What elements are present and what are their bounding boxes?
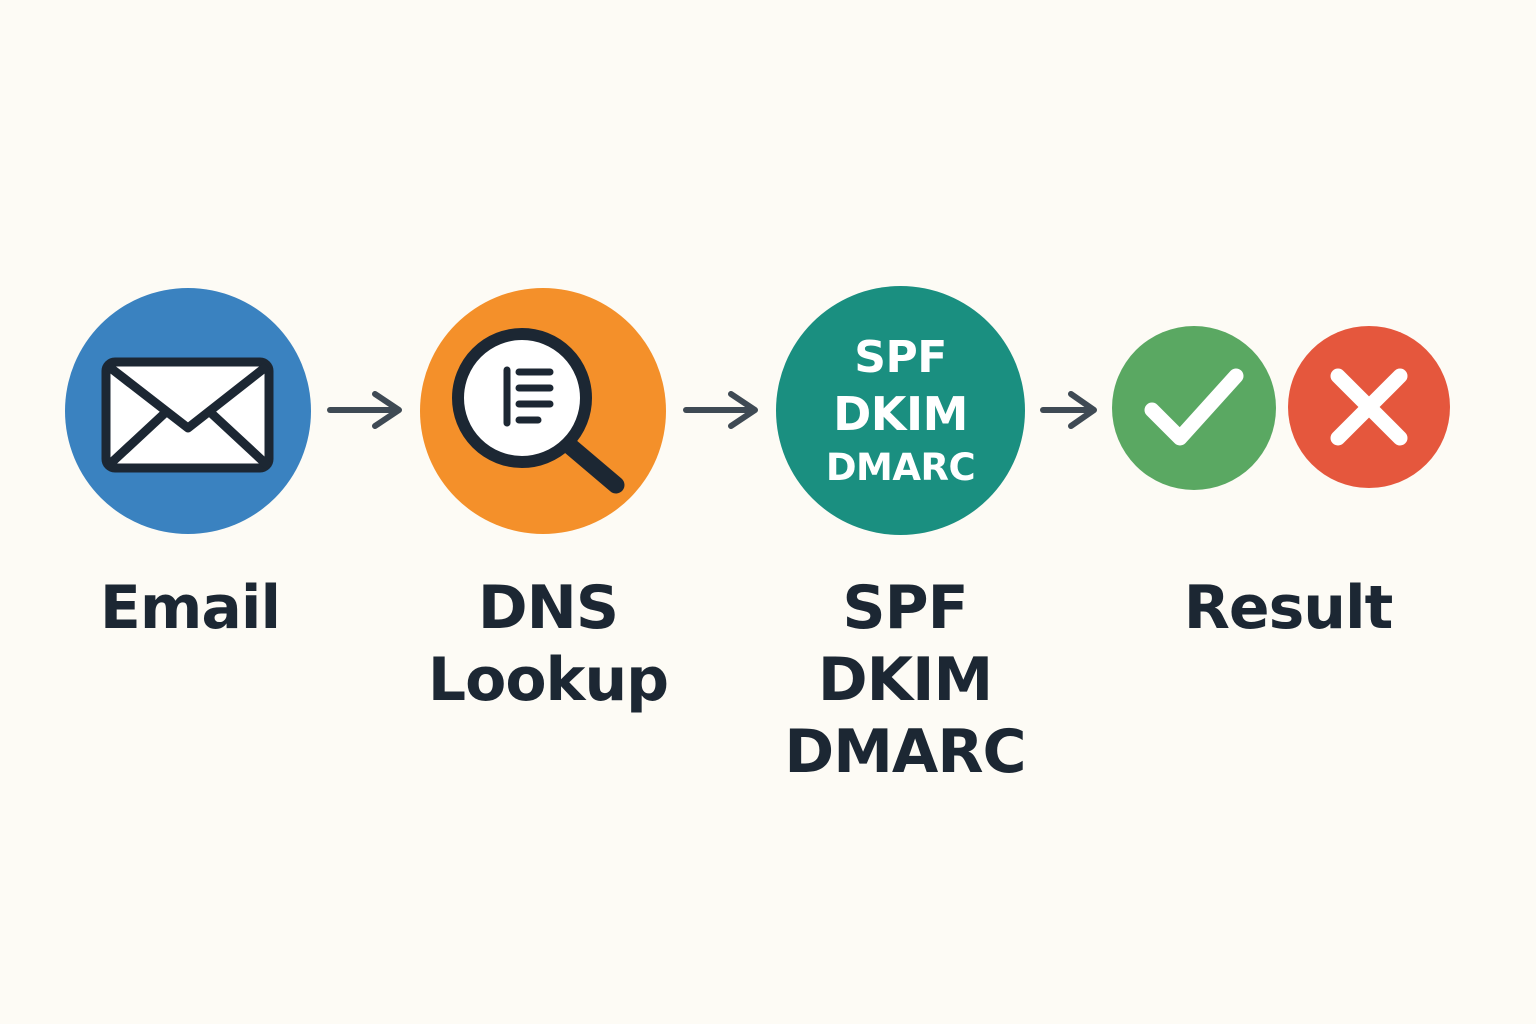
arrow-right-icon: [327, 391, 402, 429]
auth-checks-circle: SPF DKIM DMARC: [776, 286, 1025, 535]
arrow-right-icon: [1040, 391, 1097, 429]
fail-circle: [1288, 326, 1450, 488]
pass-circle: [1112, 326, 1276, 490]
email-label: Email: [40, 572, 340, 644]
dns-lookup-circle: [420, 288, 666, 534]
result-label: Result: [1138, 572, 1438, 644]
arrow-right-icon: [683, 391, 758, 429]
inner-spf-text: SPF: [854, 331, 947, 383]
dns-lookup-label: DNS Lookup: [398, 572, 698, 716]
auth-checks-label: SPF DKIM DMARC: [755, 572, 1055, 788]
lookup-label-line: Lookup: [427, 645, 669, 715]
envelope-icon: [101, 357, 274, 473]
dmarc-label-line: DMARC: [784, 717, 1026, 787]
email-label-line: Email: [99, 573, 281, 643]
spf-label-line: SPF: [842, 573, 968, 643]
dns-label-line: DNS: [477, 573, 619, 643]
email-circle: [65, 288, 311, 534]
cross-icon: [1330, 368, 1408, 446]
inner-dmarc-text: DMARC: [825, 445, 976, 489]
inner-dkim-text: DKIM: [833, 386, 968, 441]
result-label-line: Result: [1183, 573, 1394, 643]
magnifier-document-icon: [452, 328, 625, 494]
dkim-label-line: DKIM: [817, 645, 993, 715]
checkmark-icon: [1144, 368, 1244, 446]
